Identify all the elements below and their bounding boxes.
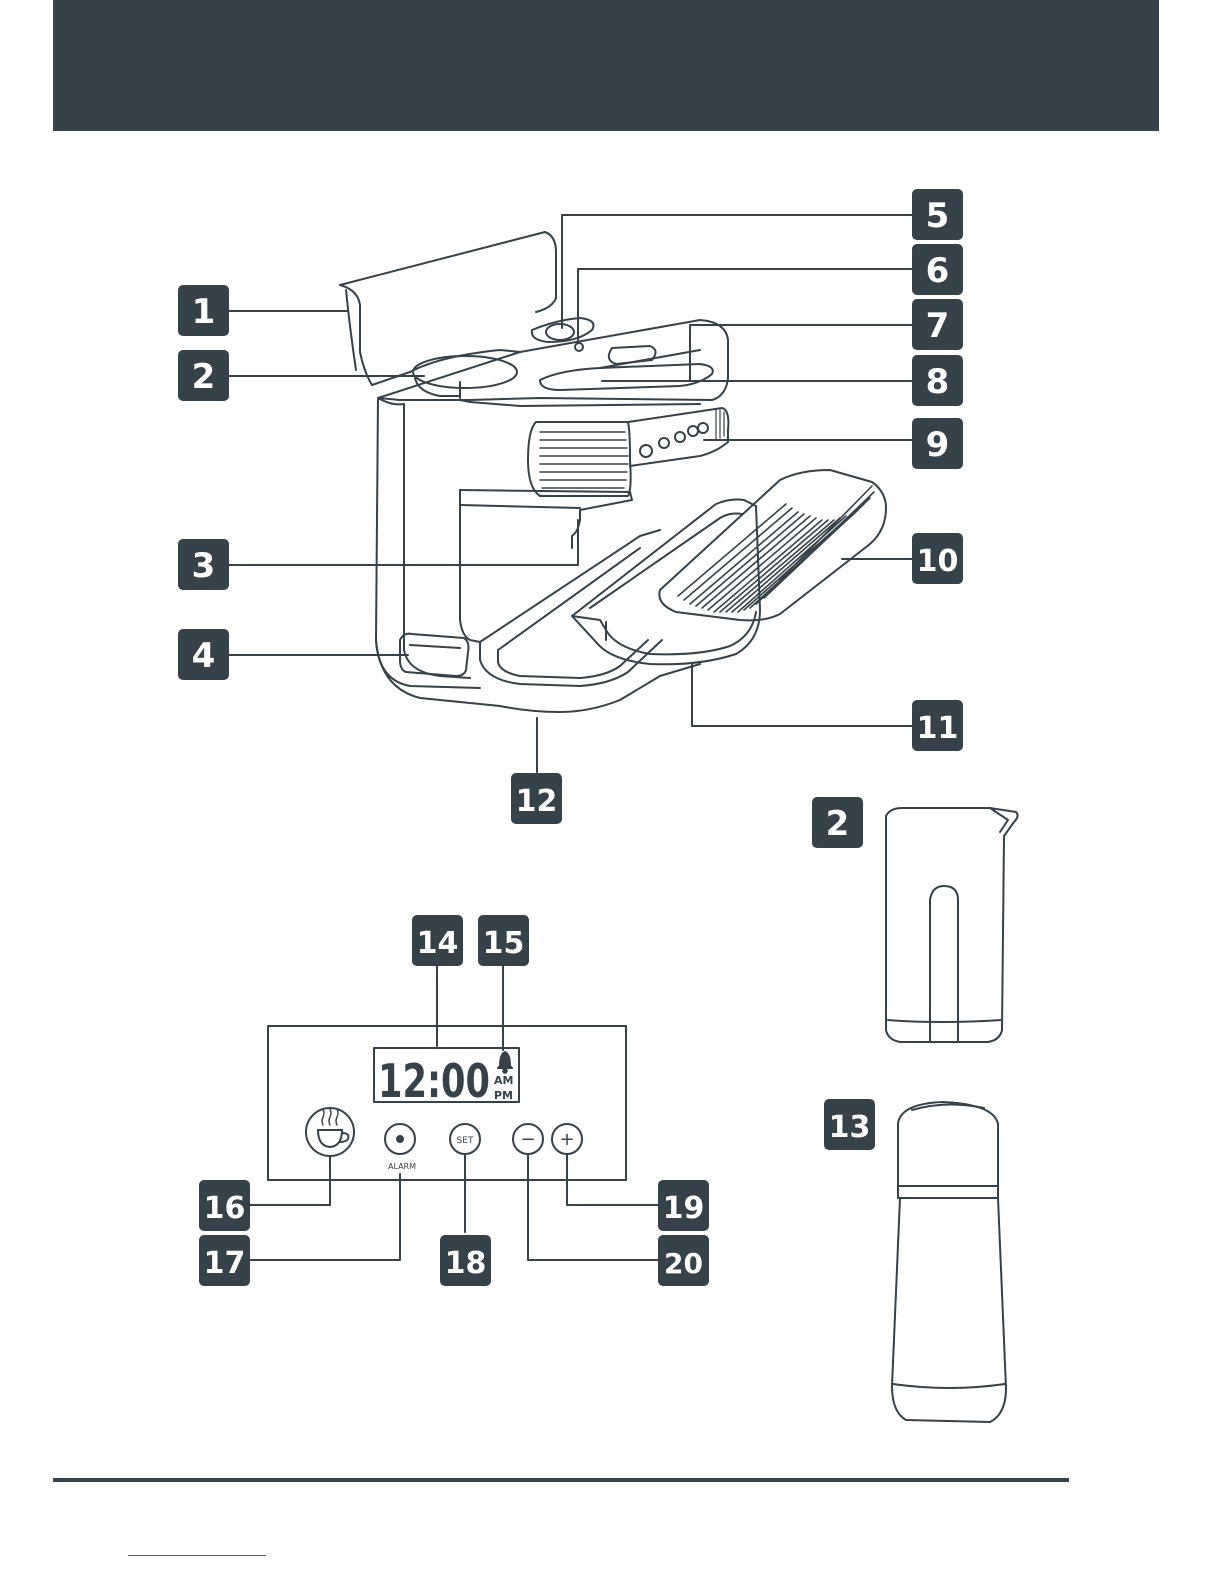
callout-19-label: 19 (663, 1191, 705, 1226)
plus-button-label: + (559, 1129, 574, 1150)
callout-14-label: 14 (417, 926, 459, 961)
callout-3-label: 3 (192, 546, 216, 586)
callout-12-label: 12 (516, 784, 558, 819)
set-button-label: SET (457, 1136, 474, 1146)
callout-13: 13 (824, 1099, 875, 1150)
callout-20: 20 (658, 1235, 709, 1286)
callout-15: 15 (478, 915, 529, 966)
callout-9-label: 9 (926, 425, 950, 465)
thermos-illustration (892, 1102, 1006, 1422)
footer-link-underline (128, 1555, 266, 1556)
callout-2-carafe-label: 2 (826, 804, 850, 844)
callout-20-label: 20 (664, 1247, 703, 1280)
callout-16-label: 16 (204, 1191, 246, 1226)
callout-11: 11 (912, 700, 963, 751)
lcd-pm-indicator: PM (494, 1089, 513, 1102)
callout-4: 4 (178, 629, 229, 680)
footer-rule (53, 1478, 1069, 1482)
callout-7: 7 (912, 299, 963, 350)
callout-8-label: 8 (926, 362, 950, 402)
callout-11-label: 11 (917, 711, 959, 746)
callout-5-label: 5 (926, 196, 950, 236)
callout-2-carafe: 2 (812, 797, 863, 848)
callout-7-label: 7 (926, 306, 950, 346)
callout-3: 3 (178, 539, 229, 590)
callout-1: 1 (178, 285, 229, 336)
callout-6: 6 (912, 244, 963, 295)
callout-18: 18 (440, 1235, 491, 1286)
callout-4-label: 4 (192, 636, 216, 676)
callout-2-label: 2 (192, 357, 216, 397)
callout-5: 5 (912, 189, 963, 240)
callout-19: 19 (658, 1180, 709, 1231)
callout-15-label: 15 (483, 926, 525, 961)
callout-2: 2 (178, 350, 229, 401)
callout-16: 16 (199, 1180, 250, 1231)
callout-13-label: 13 (829, 1110, 871, 1145)
lcd-am-indicator: AM (494, 1074, 513, 1087)
callout-10-label: 10 (917, 544, 959, 579)
carafe-illustration (886, 808, 1018, 1042)
minus-button-label: − (520, 1129, 535, 1150)
callout-9: 9 (912, 418, 963, 469)
coffee-maker-illustration (340, 232, 886, 712)
lcd-time: 12:00 (378, 1054, 490, 1108)
callout-6-label: 6 (926, 251, 950, 291)
alarm-button-label: ALARM (388, 1162, 416, 1171)
callout-12: 12 (511, 773, 562, 824)
callout-8: 8 (912, 355, 963, 406)
callout-1-label: 1 (192, 292, 216, 332)
callout-17-label: 17 (204, 1246, 246, 1281)
callout-14: 14 (412, 915, 463, 966)
callout-10: 10 (912, 533, 963, 584)
callout-18-label: 18 (445, 1246, 487, 1281)
callout-17: 17 (199, 1235, 250, 1286)
